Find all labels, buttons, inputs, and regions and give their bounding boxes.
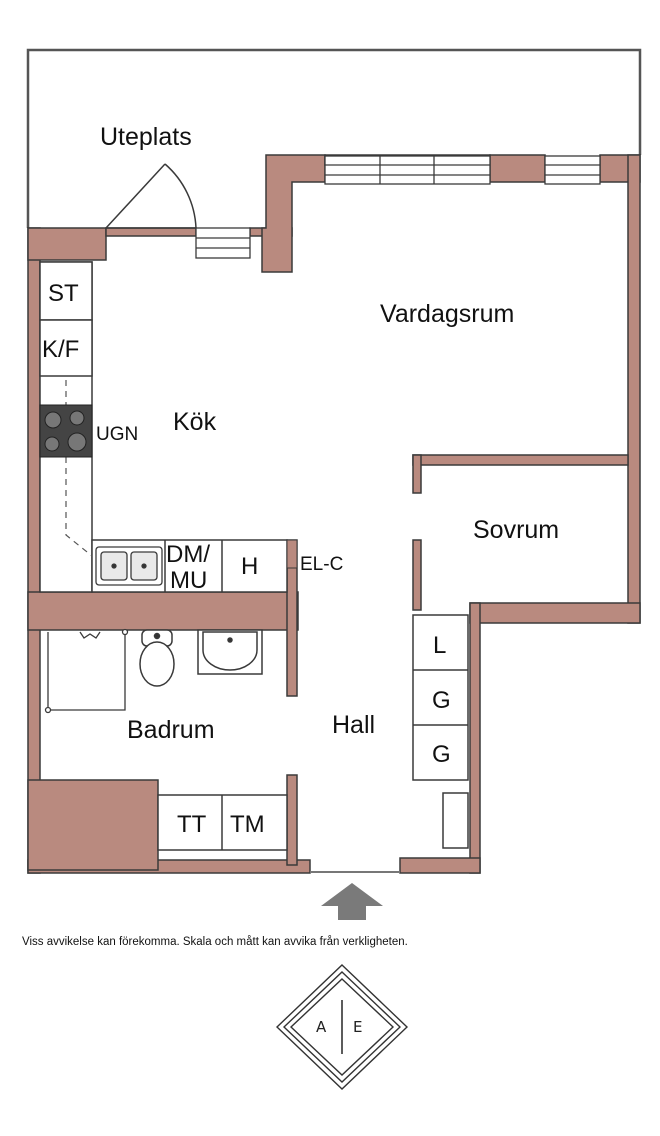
fixture-label-washer: TM	[230, 811, 265, 838]
hall-wardrobes	[412, 614, 469, 849]
fixture-label-dishwasher-2: MU	[170, 567, 207, 594]
disclaimer-text: Viss avvikelse kan förekomma. Skala och …	[22, 936, 408, 948]
stove-icon	[39, 404, 93, 458]
windows	[195, 155, 601, 259]
room-label-living: Vardagsrum	[380, 300, 514, 328]
room-label-hall: Hall	[332, 711, 375, 739]
washbasin-icon	[197, 629, 263, 675]
fixture-label-electric-cabinet: EL-C	[300, 554, 343, 575]
fixture-label-fridge-freezer: K/F	[42, 336, 79, 363]
logo-letter-right: E	[353, 1018, 362, 1036]
fixture-label-dishwasher-1: DM/	[166, 541, 210, 568]
fixture-label-wardrobe-l: L	[433, 632, 446, 659]
toilet-icon	[139, 629, 175, 687]
fixture-label-freezer: ST	[48, 280, 79, 307]
terrace-door	[105, 163, 197, 229]
room-label-kitchen: Kök	[173, 408, 217, 436]
sink-icon	[95, 546, 163, 586]
fixture-label-wardrobe-g2: G	[432, 741, 451, 768]
logo-letter-left: A	[316, 1018, 327, 1036]
logo-diamond-icon	[275, 964, 409, 1090]
fixture-label-h: H	[241, 553, 258, 580]
shower-area	[44, 628, 129, 714]
walls	[27, 154, 641, 874]
room-label-terrace: Uteplats	[100, 123, 192, 151]
fixture-label-oven: UGN	[96, 424, 138, 445]
room-label-bathroom: Badrum	[127, 716, 215, 744]
electric-cabinet	[286, 539, 298, 569]
terrace-outline	[26, 48, 642, 228]
room-label-bedroom: Sovrum	[473, 516, 559, 544]
laundry-units	[157, 794, 288, 851]
fixture-label-dryer: TT	[177, 811, 207, 838]
counter-dashed-line	[65, 380, 93, 557]
entrance-arrow-icon	[321, 883, 383, 920]
fixture-label-wardrobe-g1: G	[432, 687, 451, 714]
